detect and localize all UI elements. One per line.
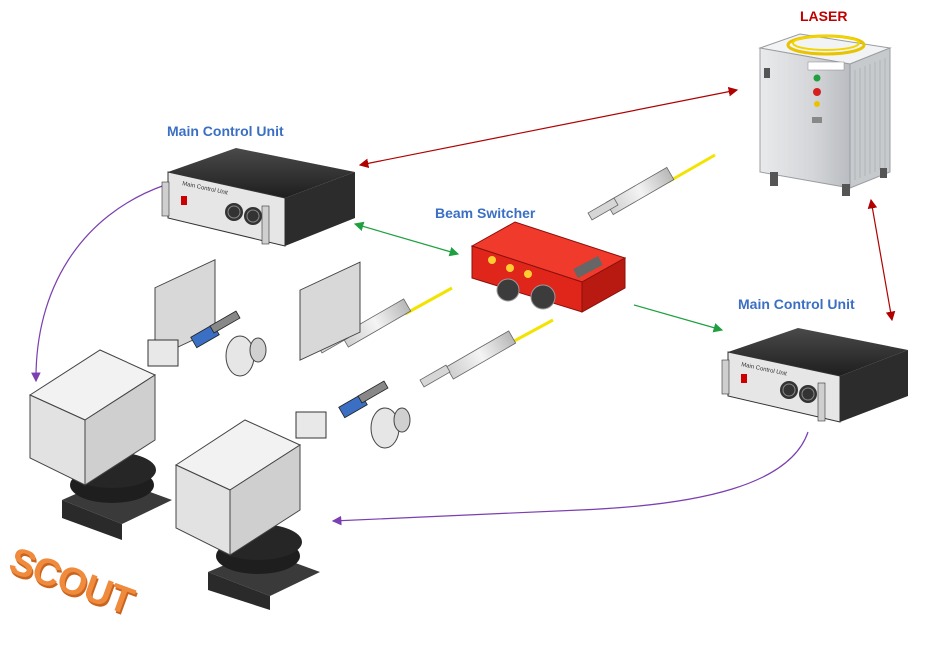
main-control-unit-left: Main Control Unit <box>161 148 355 247</box>
fiber-bottom <box>419 318 554 388</box>
main-control-unit-right-label: Main Control Unit <box>738 296 855 312</box>
fiber-top <box>587 153 716 221</box>
arrow-laser-to-left-mcu <box>358 86 739 169</box>
laser-unit <box>758 33 892 196</box>
main-control-unit-left-label: Main Control Unit <box>167 123 284 139</box>
main-control-unit-right: Main Control Unit <box>721 328 908 423</box>
arrow-left-mcu-to-scout <box>31 184 166 383</box>
arrow-right-mcu-to-scout <box>331 431 809 526</box>
arrow-laser-to-right-mcu <box>867 198 896 322</box>
arrow-switcher-to-right-mcu <box>633 304 724 333</box>
scout-head-left <box>28 259 267 540</box>
beam-switcher-label: Beam Switcher <box>435 205 536 221</box>
scout-head-right <box>174 261 411 610</box>
laser-label: LASER <box>800 8 848 24</box>
arrow-left-mcu-to-switcher <box>353 221 460 257</box>
beam-switcher <box>470 221 627 313</box>
